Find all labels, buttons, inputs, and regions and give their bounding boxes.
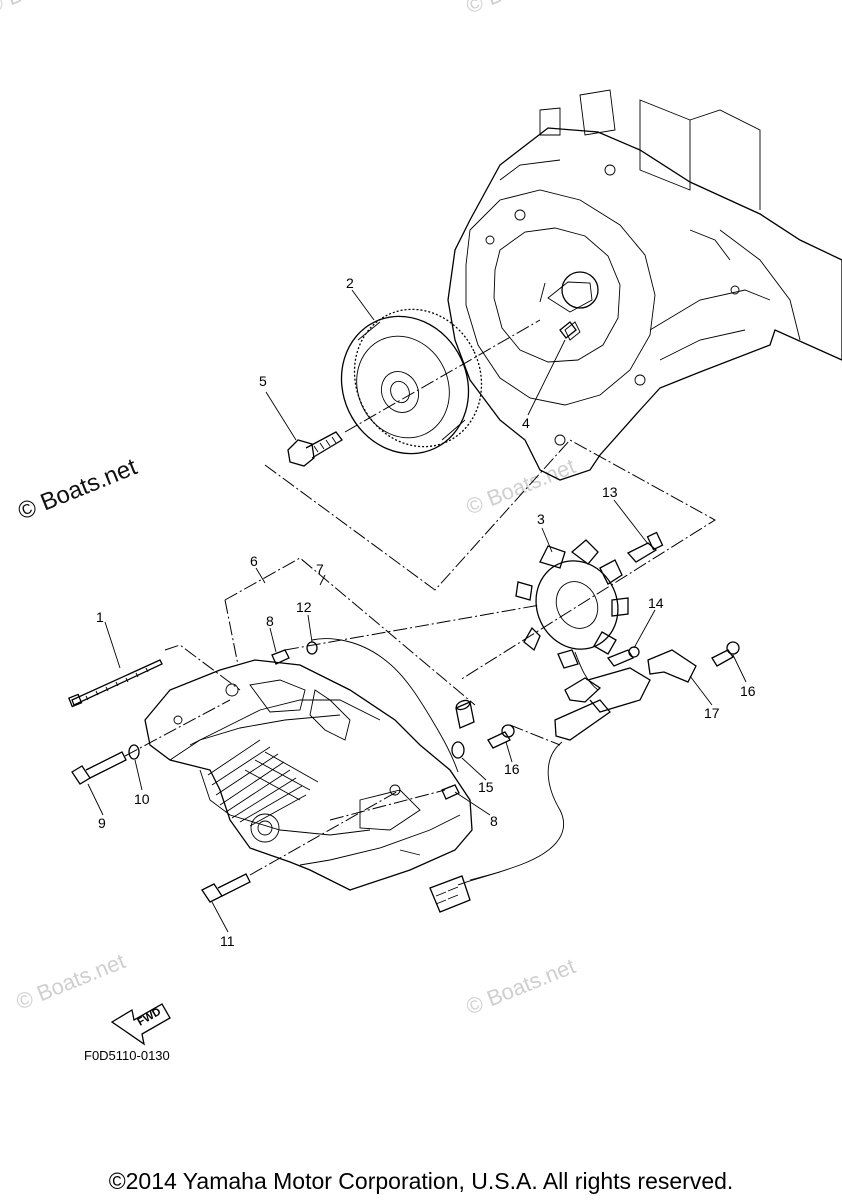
flywheel-bolt [287,431,343,467]
callout-10: 10 [134,791,150,807]
callout-4: 4 [522,415,530,431]
callout-7: 7 [316,561,324,577]
watermark-middle: © Boats.net [463,453,579,519]
copyright-notice: ©2014 Yamaha Motor Corporation, U.S.A. A… [108,1168,734,1194]
cable-tie [68,659,163,708]
callout-1: 1 [96,609,104,625]
callout-14: 14 [648,595,664,611]
dowel-pin-upper [271,649,290,665]
callout-2: 2 [346,275,354,291]
callout-15: 15 [478,779,494,795]
axis-line-bolt-11 [249,789,401,876]
woodruff-key [559,321,577,339]
dowel-pin-lower [441,784,460,800]
drawing-code: F0D5110-0130 [84,1048,170,1063]
screw-16-right [711,641,740,667]
callout-11: 11 [220,933,235,949]
watermark-top-right: © Boats.net [463,0,579,19]
callout-16-right: 16 [740,683,756,699]
callout-5: 5 [259,373,267,389]
watermark-bottom-left: © Boats.net [13,948,129,1014]
flywheel [340,308,483,455]
callout-13: 13 [602,484,618,500]
watermark-top-left: © Boats.net [0,0,99,19]
axis-line-bolt-9 [124,699,231,757]
axis-line-flywheel [344,319,541,433]
bracket [647,649,697,683]
o-ring-15 [451,741,465,759]
stator-screw [626,531,664,563]
assembly-line-cover-left [224,599,239,666]
callout-16-center: 16 [504,761,520,777]
callout-3: 3 [537,511,545,527]
stator [515,539,629,691]
axis-line-pin [284,604,541,651]
collar [455,699,475,729]
callout-8-upper: 8 [266,613,274,629]
callout-12: 12 [296,599,312,615]
washer-10 [128,744,140,760]
assembly-line-cover [224,557,476,706]
fwd-label: FWD [136,1006,164,1029]
gasket [311,638,459,773]
pulser-coil-harness [429,646,651,913]
axis-line-cable-tie [164,644,241,691]
bolt-11 [201,873,251,903]
fwd-arrow: FWD [110,1003,171,1046]
callout-9: 9 [98,815,106,831]
callout-17: 17 [704,705,720,721]
leader-lines [87,289,747,933]
callout-6: 6 [250,553,258,569]
screw-16-center [487,724,515,749]
o-ring-12 [306,641,318,655]
assembly-line-flywheel [264,439,716,681]
bolt-9 [71,751,127,785]
callout-8-lower: 8 [490,813,498,829]
engine-crankcase [447,89,842,481]
axis-line-screw-16 [509,724,561,746]
watermark-dark: © Boats.net [14,453,141,525]
crankcase-cover [144,659,473,891]
axis-line-lower-pin [329,789,446,821]
watermark-bottom-right: © Boats.net [463,953,579,1019]
